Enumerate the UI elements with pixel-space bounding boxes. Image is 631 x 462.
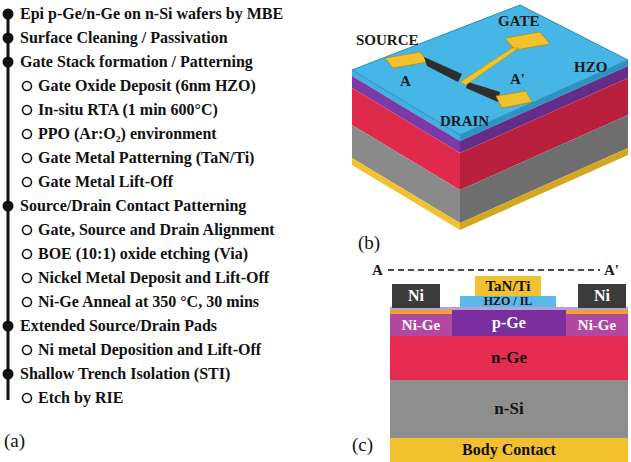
process-step: BOE (10:1) oxide etching (Via) (38, 244, 248, 264)
body-contact: Body Contact (390, 438, 628, 462)
step-dot (3, 201, 14, 212)
substrate-layer (352, 158, 460, 230)
part-label: SOURCE (356, 31, 419, 49)
contact-metal: Ni (392, 284, 440, 308)
substrate-layer (460, 115, 628, 223)
gate-oxide: HZO / IL (460, 296, 556, 307)
part-label: A' (604, 261, 619, 279)
contact-metal: Ni (578, 284, 626, 308)
substep-circle (23, 274, 32, 283)
layer-label: n-Si (494, 399, 523, 419)
process-step: In-situ RTA (1 min 600°C) (38, 100, 218, 120)
substep-circle (23, 106, 32, 115)
part-label: DRAIN (440, 112, 489, 130)
n-si-layer: n-Si (390, 380, 628, 438)
substep-circle (23, 226, 32, 235)
process-step: Ni metal Deposition and Lift-Off (38, 340, 261, 360)
process-step: Gate Metal Patterning (TaN/Ti) (38, 148, 254, 168)
part-label: HZO (574, 58, 607, 76)
layer-label: Ni (408, 286, 424, 306)
process-step: Surface Cleaning / Passivation (20, 28, 228, 48)
process-step: PPO (Ar:O₂) environment (38, 124, 217, 144)
layer-label: HZO / IL (484, 296, 533, 307)
substep-circle (23, 154, 32, 163)
substep-circle (23, 298, 32, 307)
gate-metal: TaN/Ti (475, 276, 541, 296)
layer-label: n-Ge (491, 348, 527, 368)
layer-label: Ni-Ge (578, 315, 616, 335)
substep-circle (23, 82, 32, 91)
process-step: Shallow Trench Isolation (STI) (20, 364, 230, 384)
panel-label: (a) (4, 430, 25, 452)
substrate-layer (460, 148, 628, 230)
layer-label: Body Contact (462, 440, 556, 460)
source-pad (385, 52, 428, 68)
layer-label: TaN/Ti (485, 276, 530, 296)
step-dot (3, 33, 14, 44)
part-label: A (400, 72, 411, 90)
nige-region: Ni-Ge (390, 310, 452, 336)
substep-circle (23, 130, 32, 139)
part-label: A' (510, 70, 525, 88)
process-step: Ni-Ge Anneal at 350 °C, 30 mins (38, 292, 259, 312)
source-contact (424, 57, 462, 82)
part-label: GATE (498, 12, 539, 30)
substep-circle (23, 346, 32, 355)
substep-circle (23, 250, 32, 259)
substep-circle (23, 178, 32, 187)
nige-region: Ni-Ge (566, 310, 628, 336)
layer-label: p-Ge (492, 313, 526, 333)
process-step: Gate Metal Lift-Off (38, 172, 173, 192)
process-step: Gate, Source and Drain Alignment (38, 220, 275, 240)
panel-label: (b) (358, 232, 380, 254)
gate-pad (505, 32, 550, 50)
hzo-top-surface (352, 5, 628, 135)
step-dot (3, 321, 14, 332)
step-dot (3, 369, 14, 380)
drain-contact (466, 82, 500, 102)
panel-label: (c) (352, 434, 373, 456)
n-ge-layer: n-Ge (390, 336, 628, 380)
process-step: Gate Stack formation / Patterning (20, 52, 253, 72)
process-step: Gate Oxide Deposit (6nm HZO) (38, 76, 256, 96)
step-dot (3, 57, 14, 68)
substep-circle (23, 394, 32, 403)
p-ge-layer: p-Ge Ni-Ge Ni-Ge (390, 310, 628, 336)
process-step: Epi p-Ge/n-Ge on n-Si wafers by MBE (20, 4, 283, 24)
layer-label: Ni (594, 286, 610, 306)
drain-pad (496, 91, 532, 108)
cut-line (388, 269, 600, 271)
step-dot (3, 9, 14, 20)
process-step: Etch by RIE (38, 388, 123, 408)
process-step: Source/Drain Contact Patterning (20, 196, 246, 216)
layer-label: Ni-Ge (402, 315, 440, 335)
part-label: A (372, 261, 383, 279)
process-step: Nickel Metal Deposit and Lift-Off (38, 268, 269, 288)
process-step: Extended Source/Drain Pads (20, 316, 217, 336)
